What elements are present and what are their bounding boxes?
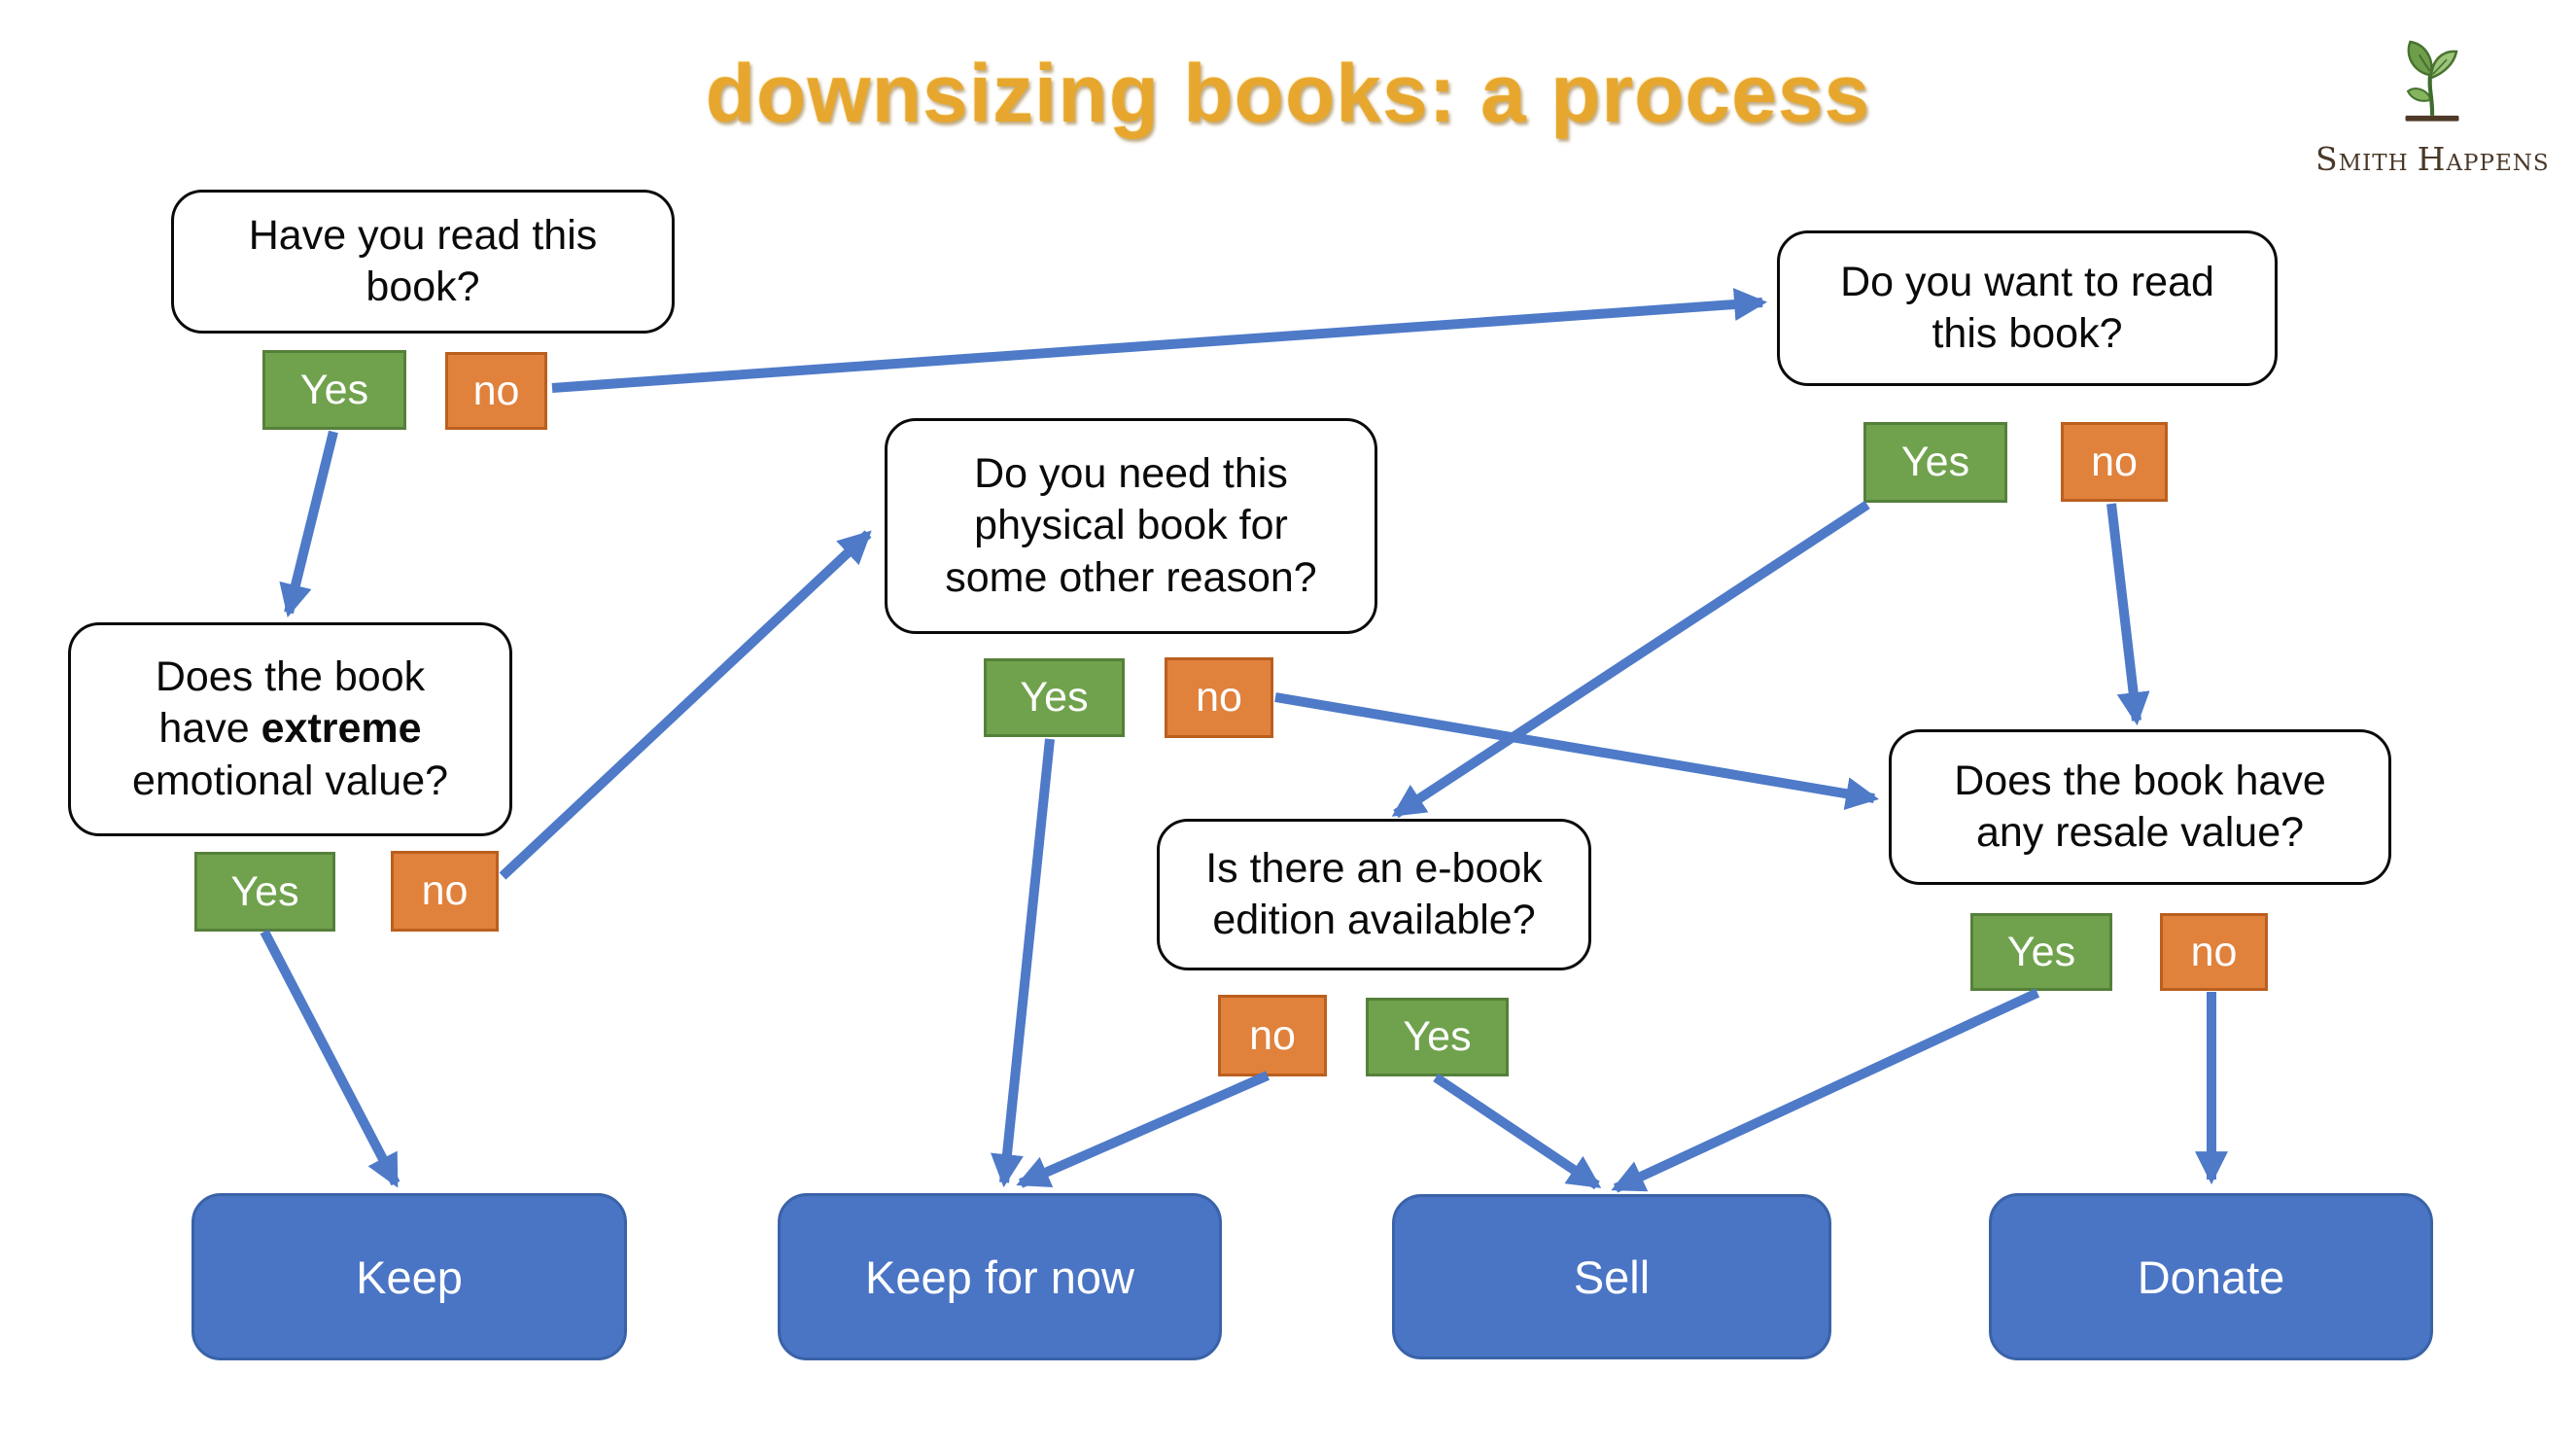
q2-no-button: no [2061, 422, 2168, 502]
q3-no-button: no [1165, 657, 1273, 738]
q5-no-button: no [1218, 995, 1327, 1076]
question-ebook-edition-available: Is there an e-book edition available? [1157, 819, 1591, 970]
arrow-is-there-an-ebook-edition-available-no-to-Keep for now [1016, 1071, 1271, 1188]
arrow-does-the-book-have-extreme-emotional-value-no-to-do-you-need-this-physical-book [499, 530, 872, 880]
question-any-resale-value: Does the book have any resale value? [1889, 729, 2391, 885]
q1-yes-button: Yes [262, 350, 406, 430]
q4-yes-button: Yes [194, 852, 335, 932]
q1-no-button: no [445, 352, 547, 430]
outcome-keep-for-now: Keep for now [778, 1193, 1222, 1360]
q6-no-button: no [2160, 913, 2268, 991]
seedling-icon [2315, 35, 2549, 136]
outcome-donate: Donate [1989, 1193, 2433, 1360]
arrow-do-you-want-to-read-this-book-no-to-does-the-book-have-any-resale-value [2106, 503, 2150, 726]
arrow-do-you-need-this-physical-book-Yes-to-Keep for now [991, 738, 1055, 1188]
arrow-does-the-book-have-extreme-emotional-value-Yes-to-Keep [260, 929, 400, 1188]
logo-brand-text: SmithHappens [2315, 140, 2550, 178]
question-do-you-need-this-physical-book: Do you need this physical book for some … [885, 418, 1377, 634]
question-extreme-emotional-value: Does the book have extreme emotional val… [68, 622, 512, 836]
question-have-you-read-this-book: Have you read this book? [171, 190, 675, 334]
outcome-keep: Keep [191, 1193, 627, 1360]
arrow-have-you-read-this-book-Yes-to-does-the-book-have-extreme-emotional-value [279, 430, 338, 617]
question-do-you-want-to-read-this-book: Do you want to read this book? [1777, 230, 2278, 386]
arrow-does-the-book-have-any-resale-value-Yes-to-Sell [1611, 988, 2040, 1193]
arrow-do-you-want-to-read-this-book-Yes-to-is-there-an-ebook-edition-available [1391, 500, 1870, 819]
outcome-sell: Sell [1392, 1194, 1831, 1359]
arrow-have-you-read-this-book-no-to-do-you-want-to-read-this-book [551, 288, 1768, 393]
logo: SmithHappens [2315, 35, 2549, 178]
q6-yes-button: Yes [1970, 913, 2112, 991]
arrow-do-you-need-this-physical-book-no-to-does-the-book-have-any-resale-value [1274, 692, 1880, 810]
page-title: downsizing books: a process [705, 48, 1871, 139]
q2-yes-button: Yes [1863, 422, 2007, 503]
arrow-is-there-an-ebook-edition-available-Yes-to-Sell [1433, 1073, 1602, 1190]
q5-yes-button: Yes [1366, 998, 1509, 1076]
q3-yes-button: Yes [984, 658, 1125, 737]
q4-no-button: no [391, 851, 499, 932]
